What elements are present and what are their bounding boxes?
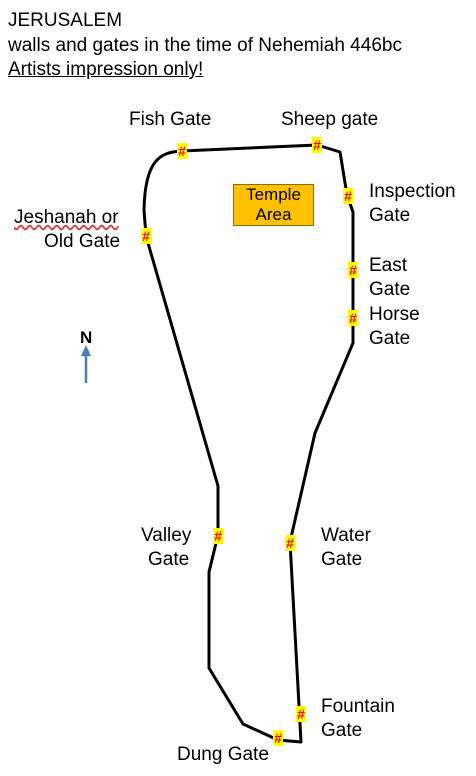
inspection-gate-label: Inspection Gate: [369, 181, 456, 226]
gate-markers: # # # # # # # # # #: [141, 137, 358, 746]
jeshanah-gate-marker: #: [141, 228, 151, 244]
map-subtitle: walls and gates in the time of Nehemiah …: [8, 35, 402, 56]
jeshanah-gate-marker-glyph: #: [142, 228, 150, 244]
east-gate-marker-glyph: #: [349, 262, 357, 278]
temple-label-line1: Temple: [246, 185, 301, 204]
dung-gate-marker: #: [273, 730, 283, 746]
valley-gate-label: Valley Gate: [141, 525, 192, 570]
east-gate-label: East Gate: [369, 255, 411, 300]
fountain-gate-label: Fountain Gate: [321, 696, 395, 741]
fountain-gate-marker: #: [296, 706, 306, 722]
valley-gate-marker-glyph: #: [214, 528, 222, 544]
fish-gate-marker-glyph: #: [178, 143, 186, 159]
fish-gate-marker: #: [177, 143, 187, 159]
north-arrow: [81, 345, 91, 383]
east-gate-marker: #: [348, 262, 358, 278]
sheep-gate-label: Sheep gate: [281, 109, 379, 130]
dung-gate-label: Dung Gate: [177, 744, 269, 765]
horse-gate-marker: #: [348, 310, 358, 326]
temple-area: Temple Area: [233, 184, 314, 226]
jeshanah-gate-label: Jeshanah or Old Gate: [14, 207, 121, 252]
water-gate-marker-glyph: #: [286, 535, 294, 551]
city-wall: [142, 143, 355, 744]
inspection-gate-marker-glyph: #: [344, 188, 352, 204]
sheep-gate-marker-glyph: #: [313, 137, 321, 153]
water-gate-marker: #: [285, 535, 295, 551]
dung-gate-marker-glyph: #: [274, 730, 282, 746]
water-gate-label: Water Gate: [321, 525, 371, 570]
north-label: N: [80, 328, 93, 347]
sheep-gate-marker: #: [312, 137, 322, 153]
map-title: JERUSALEM: [8, 10, 123, 31]
valley-gate-marker: #: [213, 528, 223, 544]
horse-gate-label: Horse Gate: [369, 304, 420, 349]
disclaimer: Artists impression only!: [8, 59, 204, 80]
horse-gate-marker-glyph: #: [349, 310, 357, 326]
temple-label-line2: Area: [255, 205, 292, 224]
fountain-gate-marker-glyph: #: [297, 706, 305, 722]
inspection-gate-marker: #: [343, 188, 353, 204]
fish-gate-label: Fish Gate: [129, 109, 212, 130]
